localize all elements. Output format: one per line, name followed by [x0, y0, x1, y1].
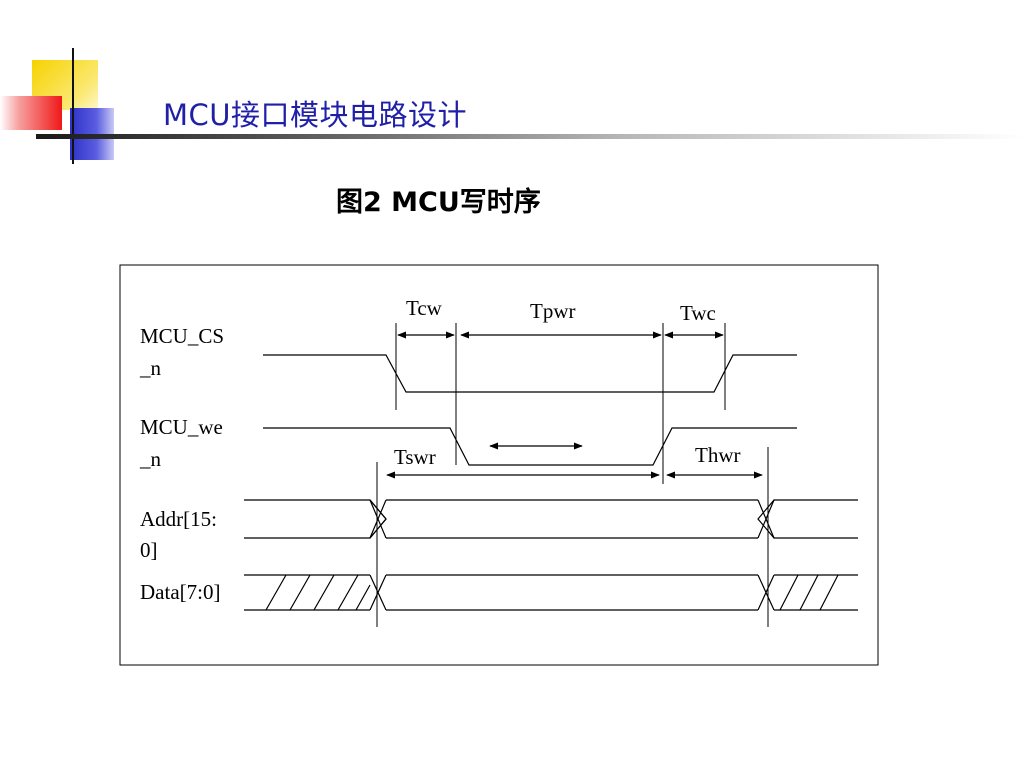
- figure-caption: 图2 MCU写时序: [336, 187, 541, 218]
- label-twc: Twc: [680, 301, 716, 325]
- label-tcw: Tcw: [406, 296, 443, 320]
- timing-arrows: [386, 331, 763, 479]
- signal-label-addr-line2: 0]: [140, 538, 158, 562]
- waveform-mcu-we-n: [263, 427, 797, 466]
- label-tswr: Tswr: [394, 445, 436, 469]
- label-thwr: Thwr: [695, 443, 741, 467]
- corner-vertical-line: [72, 48, 74, 164]
- diagram-border: [119, 264, 879, 666]
- label-tpwr: Tpwr: [530, 299, 576, 323]
- signal-label-we-line1: MCU_we: [140, 415, 223, 439]
- slide-title: MCU接口模块电路设计: [163, 98, 467, 132]
- signal-label-addr-line1: Addr[15:: [140, 507, 217, 531]
- waveform-mcu-cs-n: [263, 354, 797, 393]
- waveform-addr-bus: [244, 499, 858, 539]
- signal-label-cs-line1: MCU_CS: [140, 324, 224, 348]
- timing-guide-lines: [376, 323, 769, 627]
- signal-label-cs-line2: _n: [139, 356, 162, 380]
- title-underline: [36, 134, 1024, 139]
- signal-label-data: Data[7:0]: [140, 580, 220, 604]
- signal-label-we-line2: _n: [139, 447, 162, 471]
- corner-red-bar: [0, 96, 62, 130]
- waveform-data-bus: [244, 574, 858, 611]
